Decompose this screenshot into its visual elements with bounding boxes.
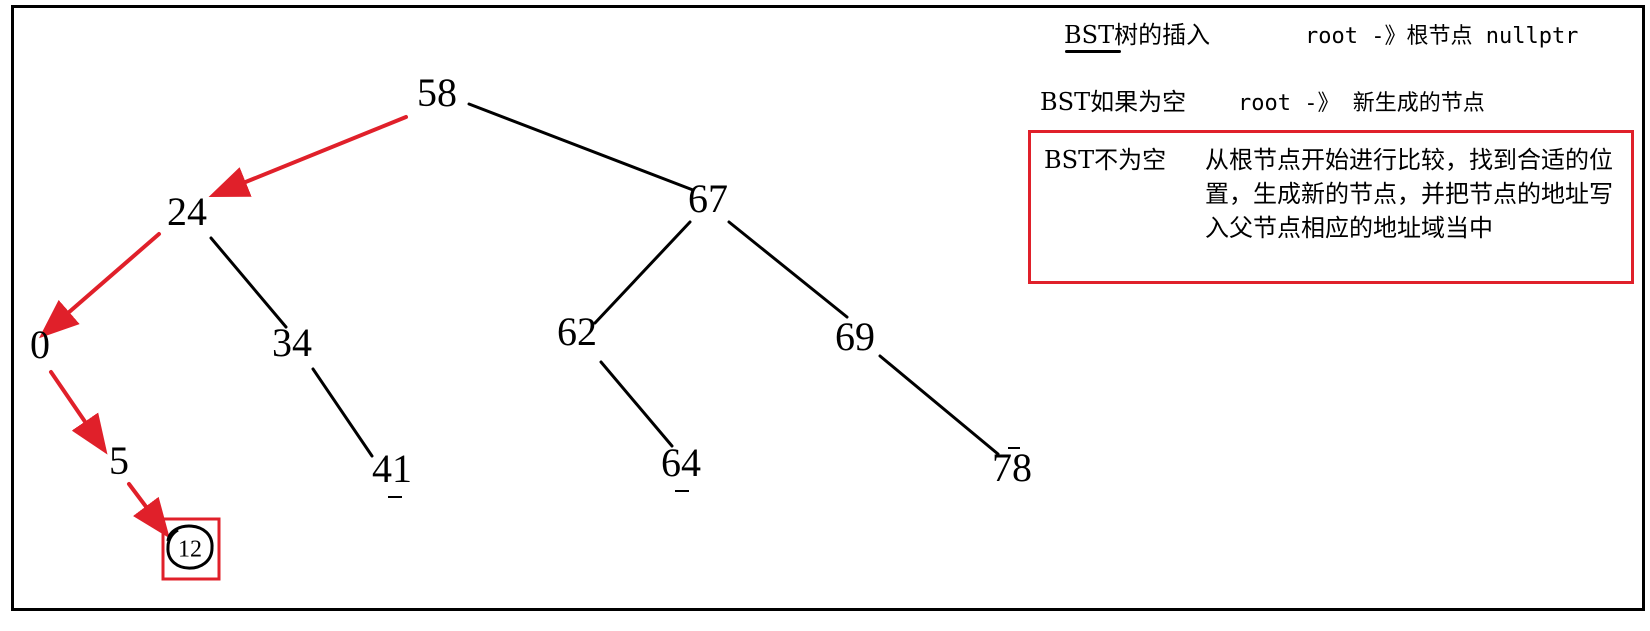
node-58: 58 [417, 70, 457, 115]
node-62: 62 [557, 309, 597, 354]
empty-tree-note: root -》 新生成的节点 [1238, 91, 1485, 116]
arrow-24-to-0 [38, 232, 161, 339]
arrow-58-to-24 [208, 115, 408, 198]
node-24: 24 [167, 189, 207, 234]
insertion-path-arrows [38, 115, 408, 539]
new-node-group: 12 [161, 517, 221, 581]
node-0: 0 [30, 322, 50, 367]
node-69: 69 [835, 314, 875, 359]
diagram-frame [11, 5, 1645, 611]
edge-34-41 [311, 367, 374, 458]
edge-58-67 [467, 102, 695, 192]
node-5: 5 [109, 438, 129, 483]
edge-67-62 [593, 220, 692, 325]
node-34: 34 [272, 320, 312, 365]
node-78: 78 [992, 445, 1032, 490]
non-empty-note-box [1028, 130, 1634, 284]
node-67: 67 [688, 176, 728, 221]
edge-69-78 [878, 354, 1000, 456]
edge-67-69 [727, 220, 849, 319]
insertion-title: BST树的插入 [1064, 21, 1211, 49]
tree-nodes: 58 24 67 0 34 62 69 5 41 64 78 [30, 70, 1032, 498]
edge-62-64 [599, 360, 674, 448]
arrow-0-to-5 [49, 370, 108, 455]
node-64: 64 [661, 440, 701, 485]
node-12: 12 [178, 537, 202, 563]
arrow-5-to-12 [127, 482, 170, 539]
new-node-circle [166, 524, 214, 570]
new-node-highlight-box [161, 517, 221, 581]
node-41: 41 [372, 446, 412, 491]
empty-tree-label: BST如果为空 [1040, 88, 1187, 116]
root-nullptr-note: root -》根节点 nullptr [1305, 24, 1579, 49]
tree-edges [209, 102, 1000, 458]
title-underline [1065, 50, 1121, 53]
non-empty-tree-explanation: 从根节点开始进行比较，找到合适的位置，生成新的节点，并把节点的地址写入父节点相应… [1205, 146, 1613, 242]
edge-24-34 [209, 236, 288, 329]
non-empty-tree-label: BST不为空 [1044, 146, 1167, 174]
